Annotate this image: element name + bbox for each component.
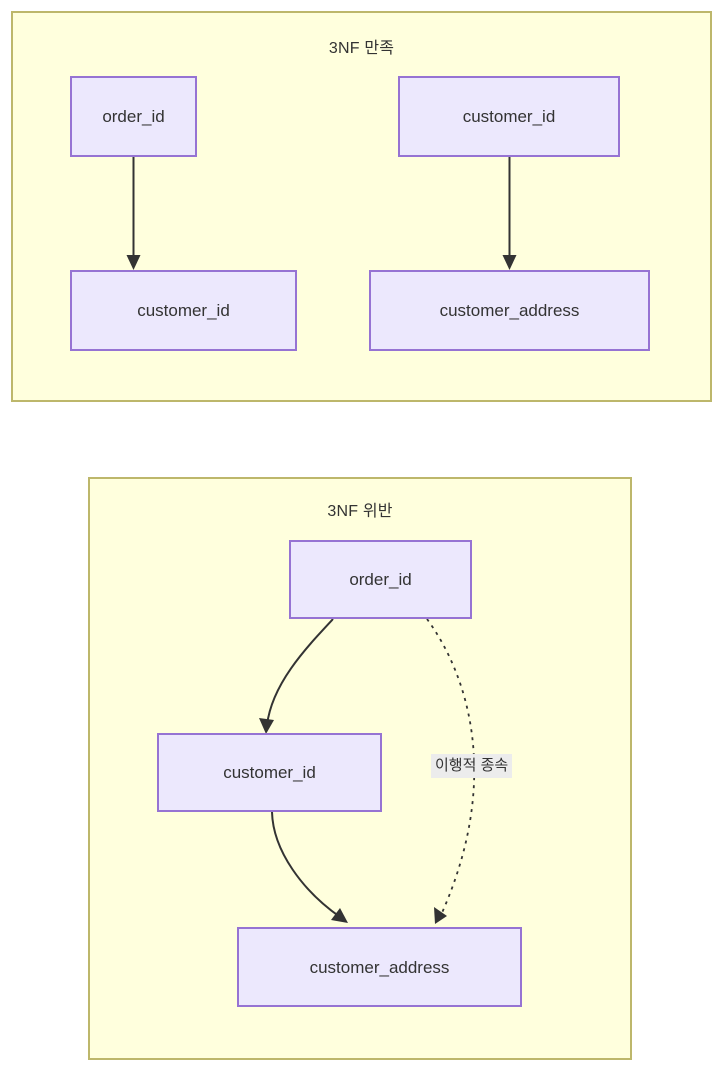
node-label: customer_address bbox=[309, 957, 450, 977]
edge-customer-id-to-customer-address bbox=[271, 811, 348, 923]
node-label: order_id bbox=[349, 570, 412, 589]
node-label: order_id bbox=[102, 107, 165, 126]
node-label: customer_id bbox=[223, 763, 316, 782]
node-customer-id-top[interactable]: customer_id bbox=[398, 76, 620, 157]
edge-label-transitive-dependency: 이행적 종속 bbox=[431, 754, 513, 779]
panel-3nf-satisfied: 3NF 만족 order_id customer_id customer_id … bbox=[11, 11, 712, 402]
edge-order-id-to-customer-id bbox=[259, 618, 334, 734]
node-customer-id-bottom[interactable]: customer_id bbox=[70, 270, 297, 351]
edge-customer-id-to-customer-address bbox=[502, 157, 517, 270]
node-customer-address[interactable]: customer_address bbox=[237, 927, 522, 1007]
edge-order-id-to-customer-id bbox=[126, 157, 141, 270]
node-label: customer_id bbox=[462, 107, 556, 126]
node-label: customer_id bbox=[137, 301, 230, 320]
node-order-id[interactable]: order_id bbox=[289, 540, 472, 619]
panel-3nf-violated: 3NF 위반 이행적 종속 order_id customer_id bbox=[88, 477, 632, 1060]
node-order-id[interactable]: order_id bbox=[70, 76, 197, 157]
node-label: customer_address bbox=[439, 301, 580, 320]
node-customer-address[interactable]: customer_address bbox=[369, 270, 650, 351]
node-customer-id[interactable]: customer_id bbox=[157, 733, 382, 812]
panel-title-3nf-satisfied: 3NF 만족 bbox=[328, 40, 395, 57]
panel-title-3nf-violated: 3NF 위반 bbox=[327, 503, 393, 520]
